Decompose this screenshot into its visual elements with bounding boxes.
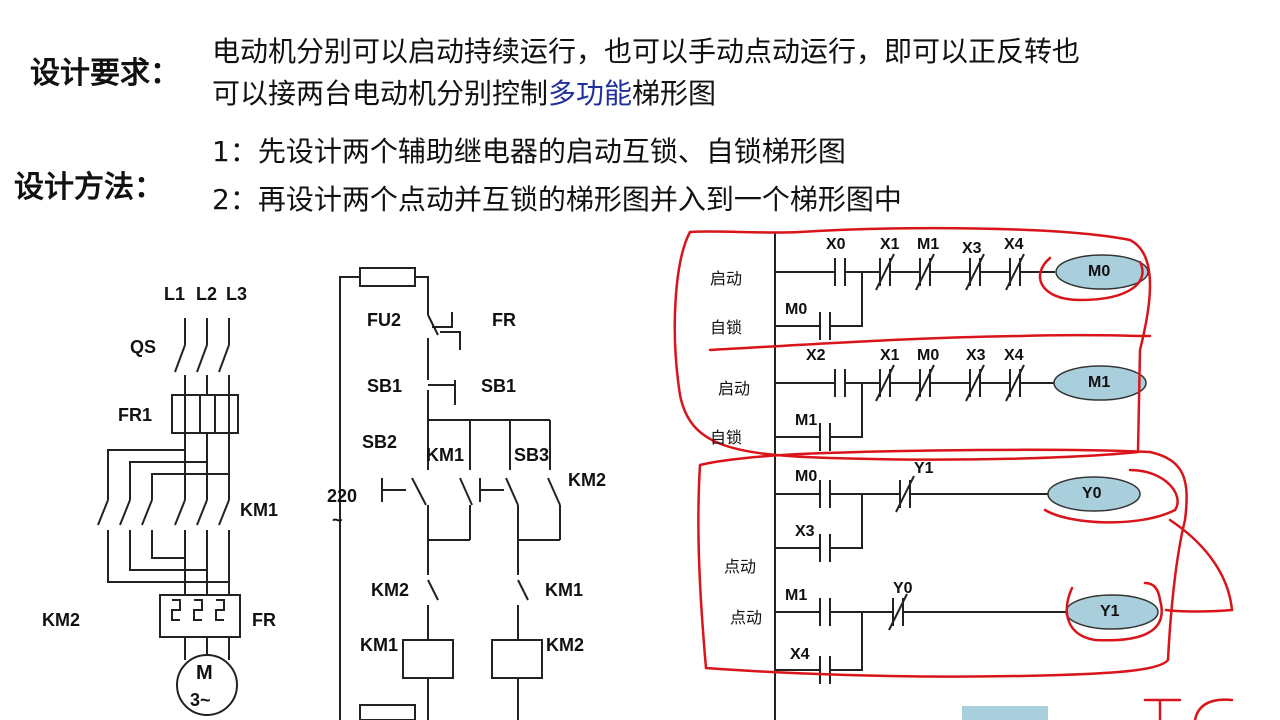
voltage-label: 220 xyxy=(327,486,358,506)
stop-sb1-right-label: SB1 xyxy=(481,376,517,396)
rung1-seal-m0: M0 xyxy=(785,301,808,318)
requirements-line1: 电动机分别可以启动持续运行，也可以手动点动运行，即可以正反转也 xyxy=(212,35,1081,68)
rung1-coil-m0: M0 xyxy=(1088,263,1111,280)
rung4-note: 点动 xyxy=(730,608,763,627)
coil-km1-label: KM1 xyxy=(360,635,399,655)
button-sb2-label: SB2 xyxy=(362,432,398,452)
relay-fr1-label: FR1 xyxy=(118,405,153,425)
motor-phase: 3~ xyxy=(190,690,211,710)
rung1-contact-x1: X1 xyxy=(880,236,900,253)
rung3-contact-y1: Y1 xyxy=(914,460,934,477)
coil-km2-label: KM2 xyxy=(546,635,585,655)
requirements-line2: 可以接两台电动机分别控制多功能梯形图 xyxy=(212,72,716,112)
interlock-km1-label: KM1 xyxy=(545,580,584,600)
requirements-line2-suffix: 梯形图 xyxy=(632,77,717,110)
method-step2: 2：再设计两个点动并互锁的梯形图并入到一个梯形图中 xyxy=(212,183,902,216)
overload-fr-label: FR xyxy=(252,610,276,630)
rung4-coil-y1: Y1 xyxy=(1100,603,1120,620)
rung2-contact-x1: X1 xyxy=(880,347,900,364)
ac-label: ~ xyxy=(332,510,343,530)
phase-label-l1: L1 xyxy=(164,284,186,304)
rung2-note-start: 启动 xyxy=(718,379,751,398)
phase-label-l2: L2 xyxy=(196,284,218,304)
method-label: 设计方法： xyxy=(14,170,164,205)
button-sb3-label: SB3 xyxy=(514,445,550,465)
rung1-contact-x4: X4 xyxy=(1004,236,1024,253)
requirements-line2-prefix: 可以接两台电动机分别控制 xyxy=(212,77,549,110)
rung1-note-start: 启动 xyxy=(710,269,743,288)
phase-label-l3: L3 xyxy=(226,284,248,304)
control-fr-label: FR xyxy=(492,310,516,330)
requirements-highlight: 多功能 xyxy=(548,77,633,110)
contactor-km2-label: KM2 xyxy=(42,610,81,630)
interlock-km2-label: KM2 xyxy=(371,580,410,600)
rung2-contact-x2: X2 xyxy=(806,347,826,364)
rung3-note: 点动 xyxy=(724,557,757,576)
rung1-contact-x3: X3 xyxy=(962,240,982,257)
fuse-fu2-label: FU2 xyxy=(367,310,402,330)
rung1-contact-x0: X0 xyxy=(826,236,846,253)
rung1-note-seal: 自锁 xyxy=(710,318,743,337)
rung3-coil-y0: Y0 xyxy=(1082,485,1102,502)
rung4-parallel-x4: X4 xyxy=(790,646,810,663)
rung1-contact-m1: M1 xyxy=(917,236,940,253)
contact-km1-label: KM1 xyxy=(426,445,465,465)
method-step1: 1：先设计两个辅助继电器的启动互锁、自锁梯形图 xyxy=(212,135,846,168)
rung2-coil-m1: M1 xyxy=(1088,374,1111,391)
rung2-seal-m1: M1 xyxy=(795,412,818,429)
rung2-contact-m0: M0 xyxy=(917,347,940,364)
switch-label: QS xyxy=(130,337,157,357)
rung2-contact-x4: X4 xyxy=(1004,347,1024,364)
rung4-contact-m1: M1 xyxy=(785,587,808,604)
contactor-km1-label: KM1 xyxy=(240,500,279,520)
stop-sb1-label: SB1 xyxy=(367,376,403,396)
rung3-parallel-x3: X3 xyxy=(795,523,815,540)
requirements-label: 设计要求： xyxy=(30,56,180,91)
rung4-contact-y0: Y0 xyxy=(893,580,913,597)
contact-km2-label: KM2 xyxy=(568,470,607,490)
motor-symbol: M xyxy=(196,662,213,684)
rung3-contact-m0: M0 xyxy=(795,468,818,485)
rung2-note-seal: 自锁 xyxy=(710,428,743,447)
rung2-contact-x3: X3 xyxy=(966,347,986,364)
